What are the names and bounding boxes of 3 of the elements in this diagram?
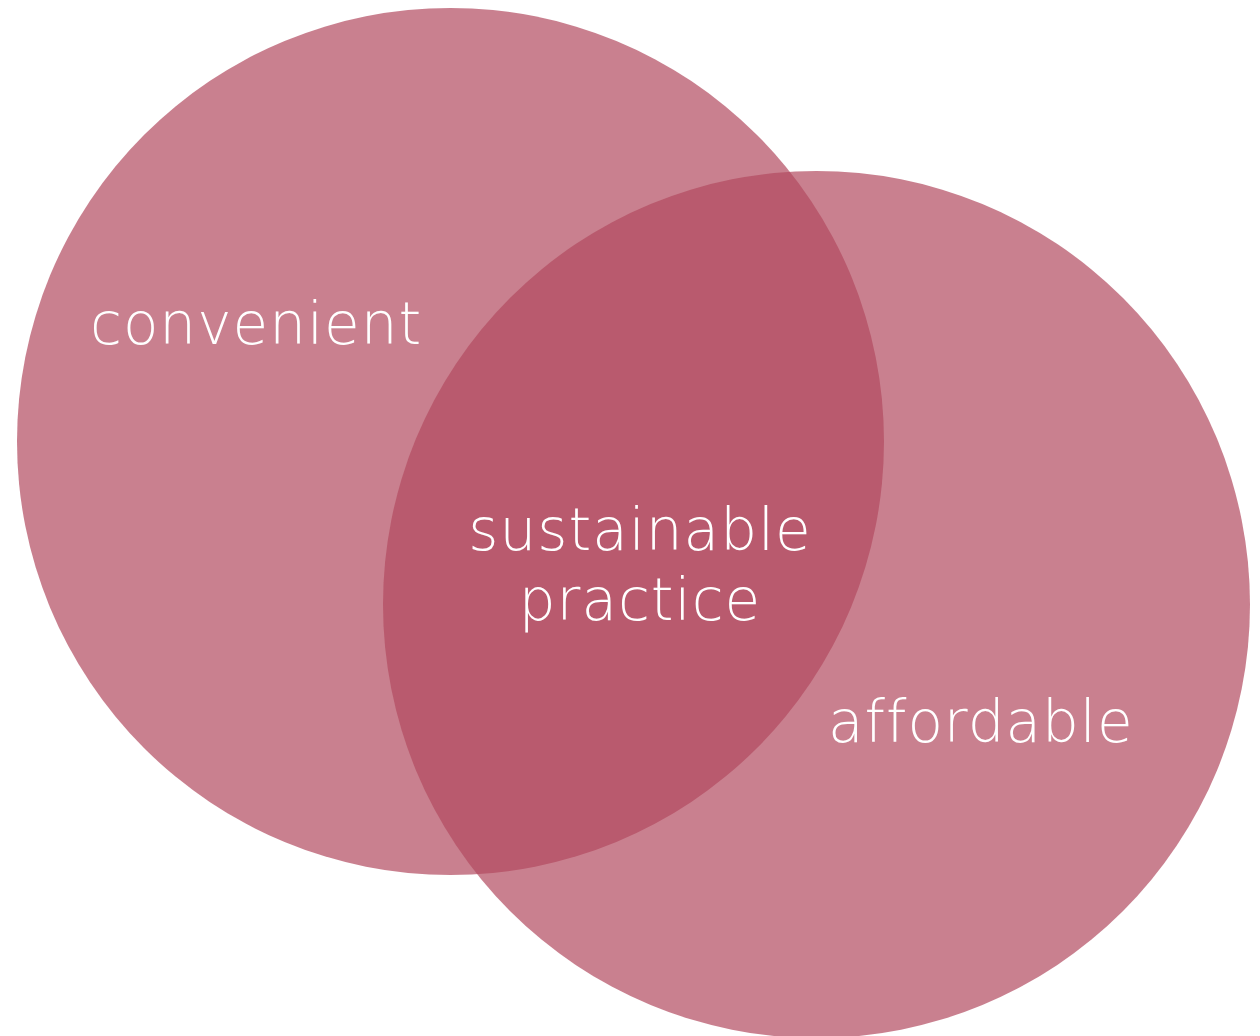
overlap-label: sustainable practice xyxy=(467,496,813,636)
circle-label: convenient xyxy=(90,290,423,360)
circle-label: affordable xyxy=(828,688,1134,758)
